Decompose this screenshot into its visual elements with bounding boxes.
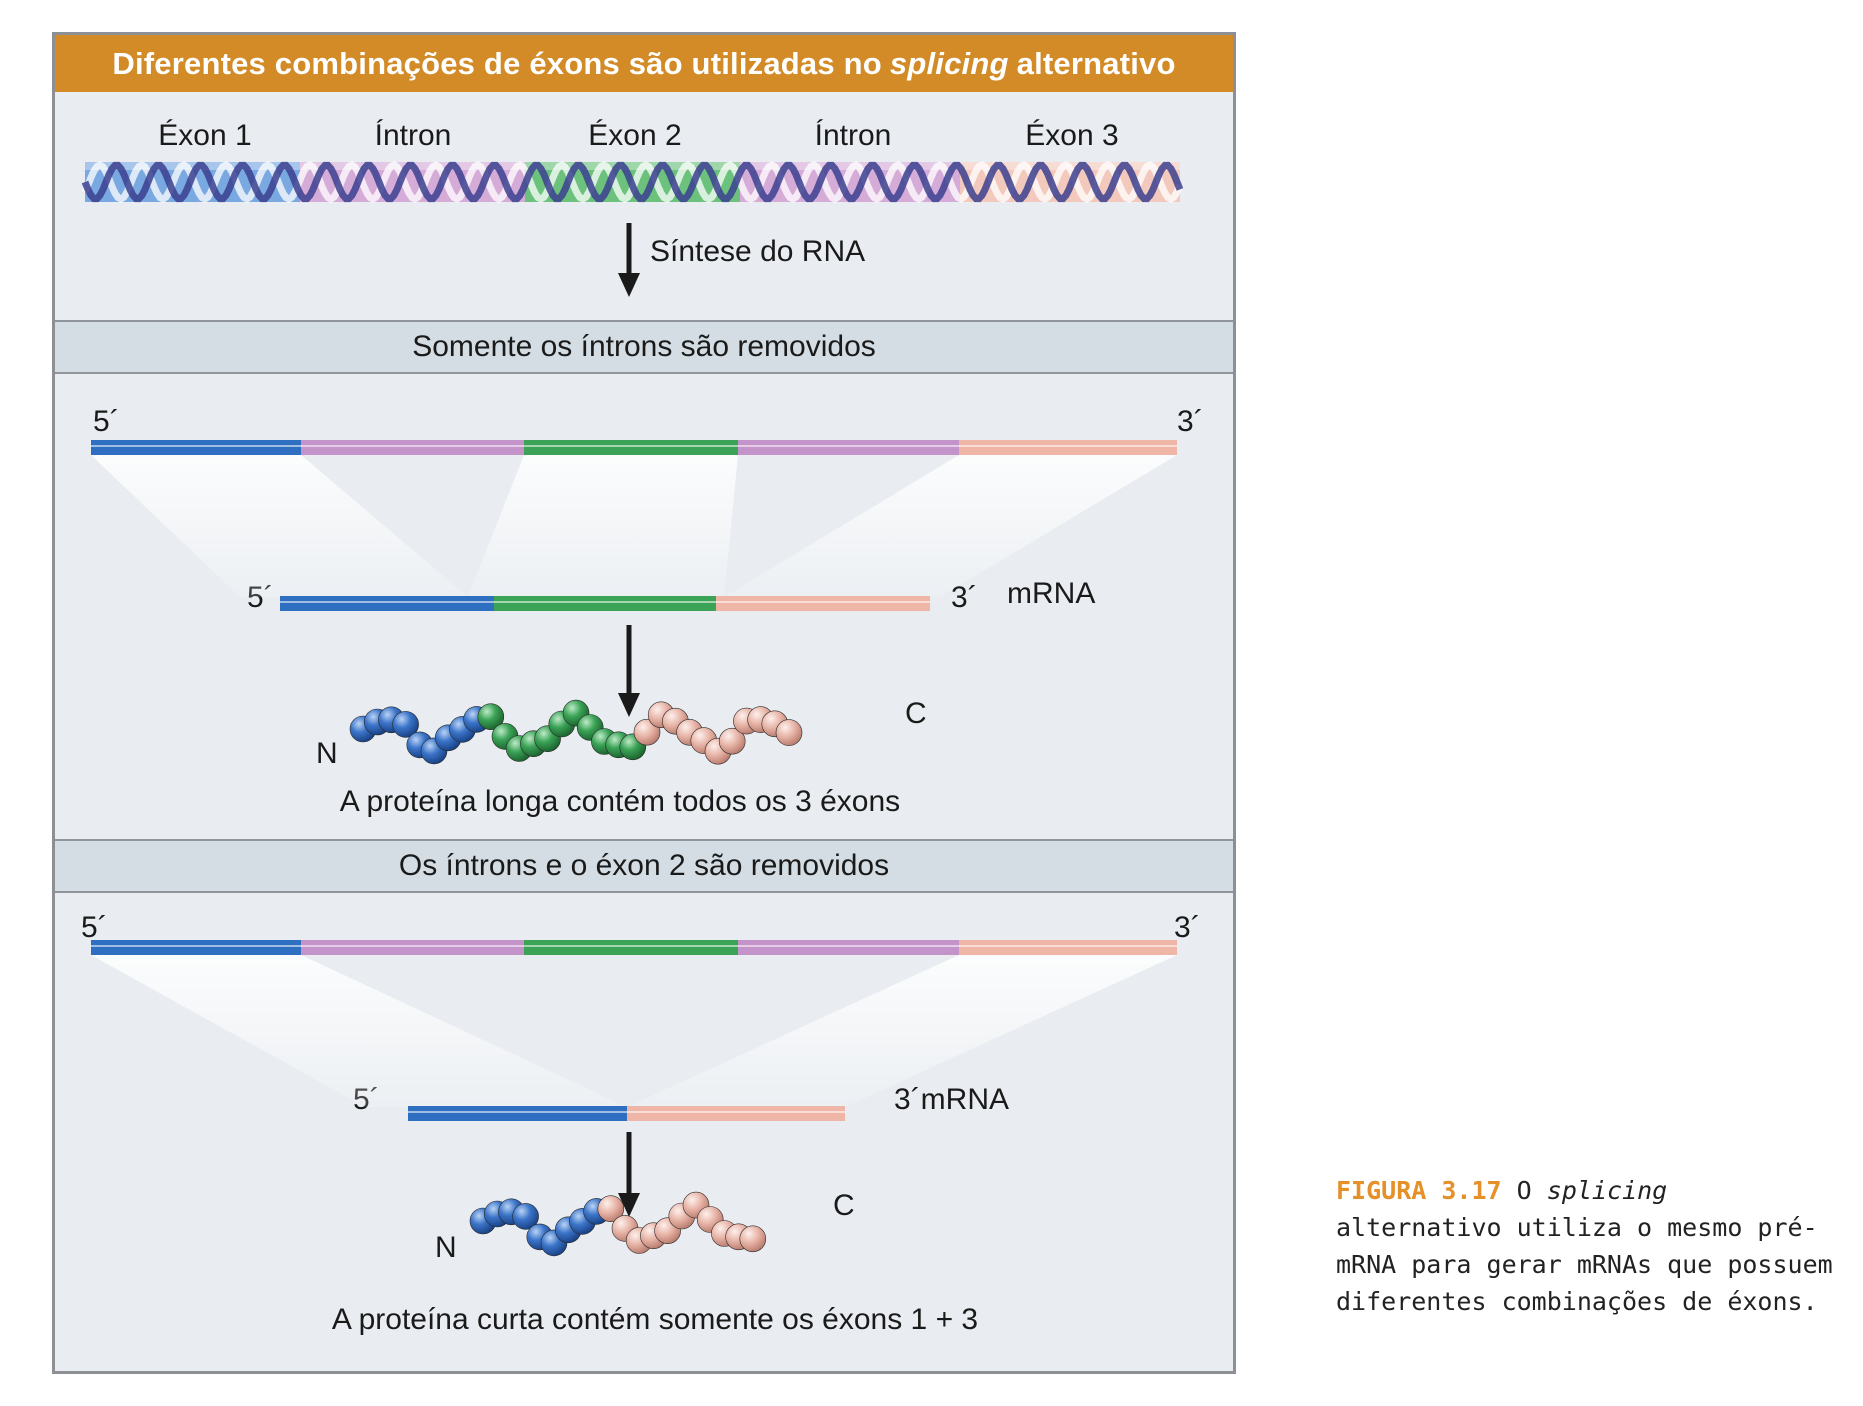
- amino-acid-bead-green: [477, 703, 505, 731]
- section2-protein-c: C: [833, 1189, 855, 1222]
- amino-acid-bead-blue: [392, 711, 419, 738]
- amino-acid-bead-blue: [512, 1203, 539, 1230]
- amino-acid-bead-pink: [633, 718, 661, 746]
- amino-acid-bead-pink: [739, 1225, 767, 1253]
- section2-pre-3: 3´: [1174, 911, 1201, 944]
- section2-protein-n: N: [435, 1231, 457, 1264]
- section1-protein-c: C: [905, 697, 927, 730]
- section2-protein-caption: A proteína curta contém somente os éxons…: [331, 1303, 979, 1336]
- title-part1: Diferentes combinações de éxons são util…: [112, 45, 882, 81]
- mrna1-exon3: [716, 596, 930, 611]
- caption-text-after: alternativo utiliza o mesmo pré-mRNA par…: [1336, 1213, 1833, 1316]
- figure-caption: FIGURA 3.17 O splicing alternativo utili…: [1336, 1172, 1836, 1320]
- section2-mrna: [408, 1106, 845, 1121]
- caption-figure-label: FIGURA 3.17: [1336, 1176, 1502, 1205]
- splicing-diagram: [81, 160, 1184, 1257]
- dna-label-exon3: Éxon 3: [1025, 119, 1119, 152]
- amino-acid-bead-pink: [718, 727, 746, 755]
- section1-protein-n: N: [316, 737, 338, 770]
- figure-title: Diferentes combinações de éxons são util…: [55, 35, 1233, 92]
- pre1-exon1: [91, 440, 301, 455]
- section1-header: Somente os íntrons são removidos: [55, 320, 1233, 374]
- figure-panel: Diferentes combinações de éxons são util…: [52, 32, 1236, 1374]
- rna-synthesis-arrow: [618, 223, 640, 297]
- mrna2-exon1: [408, 1106, 627, 1121]
- pre2-exon2: [524, 940, 738, 955]
- dna-label-intron1: Íntron: [374, 119, 452, 152]
- pre1-intron1: [301, 440, 524, 455]
- section1-pre-5: 5´: [93, 405, 120, 438]
- pre2-intron2: [738, 940, 959, 955]
- section2-fan: [91, 955, 1177, 1107]
- translation-arrow-2: [618, 1132, 640, 1217]
- pre1-exon2: [524, 440, 738, 455]
- caption-italic: splicing: [1546, 1176, 1668, 1205]
- helix-strand-front: [81, 161, 1184, 203]
- protein-short: [469, 1191, 767, 1257]
- section1-protein-caption: A proteína longa contém todos os 3 éxons: [339, 785, 901, 818]
- section2-pre-5: 5´: [81, 911, 108, 944]
- mrna2-exon3: [627, 1106, 845, 1121]
- mrna1-exon1: [280, 596, 494, 611]
- protein-long: [349, 699, 803, 765]
- pre2-exon3: [959, 940, 1177, 955]
- helix-strands: [81, 160, 1184, 204]
- pre2-intron1: [301, 940, 524, 955]
- caption-text-before: O: [1516, 1176, 1532, 1205]
- mrna1-exon2: [494, 596, 716, 611]
- amino-acid-bead-pink: [597, 1195, 625, 1222]
- title-italic: splicing: [889, 45, 1009, 81]
- section2-pre-mrna: [91, 940, 1177, 955]
- section2-header: Os íntrons e o éxon 2 são removidos: [55, 839, 1233, 893]
- section1-mrna-label: mRNA: [1007, 577, 1096, 610]
- dna-label-exon2: Éxon 2: [588, 119, 682, 152]
- dna-label-exon1: Éxon 1: [158, 119, 252, 152]
- section1-fan: [91, 455, 1177, 597]
- rna-synthesis-label: Síntese do RNA: [650, 235, 866, 268]
- pre1-intron2: [738, 440, 959, 455]
- pre1-exon3: [959, 440, 1177, 455]
- section2-mrna-3-label: 3´mRNA: [894, 1083, 1010, 1116]
- amino-acid-bead-pink: [775, 719, 803, 746]
- dna-helix: [81, 160, 1184, 204]
- section1-pre-mrna: [91, 440, 1177, 455]
- title-part2: alternativo: [1016, 45, 1176, 81]
- translation-arrow-1: [618, 625, 640, 717]
- dna-label-intron2: Íntron: [814, 119, 892, 152]
- section1-mrna: [280, 596, 930, 611]
- pre2-exon1: [91, 940, 301, 955]
- section1-pre-3: 3´: [1177, 405, 1204, 438]
